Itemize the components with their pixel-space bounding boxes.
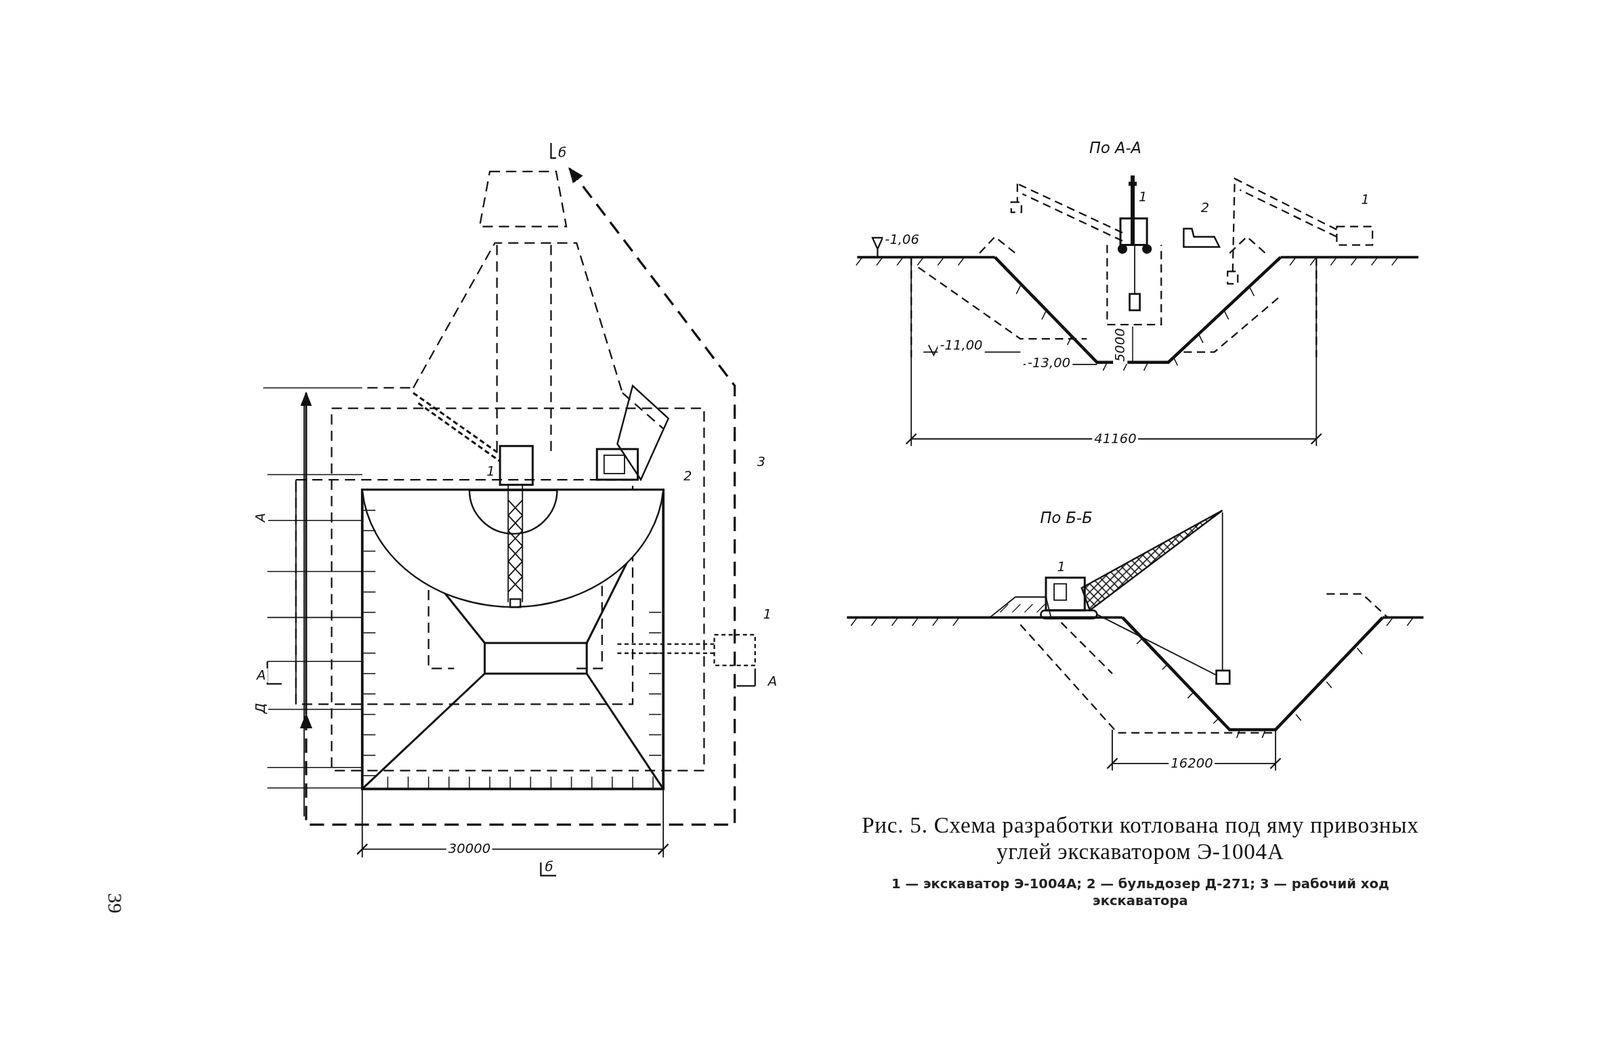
drawing-label: 1: [1136, 189, 1150, 205]
drawing-label: 16200: [1168, 755, 1215, 771]
drawing-label: -13,00: [1025, 356, 1073, 372]
drawing-label: А: [254, 667, 268, 683]
drawing-label: б: [542, 860, 555, 876]
drawing-label: 3: [755, 455, 769, 471]
section-b-b: [846, 510, 1424, 771]
drawing-label: 2: [1198, 201, 1212, 217]
legend-note: 1 — экскаватор Э-1004А; 2 — бульдозер Д-…: [841, 875, 1439, 910]
drawing-label: 30000: [446, 841, 493, 857]
drawing-label: 1: [761, 606, 775, 622]
drawing-label: 5000: [1112, 325, 1128, 364]
drawing-label: А: [766, 674, 780, 690]
drawing-label: 41160: [1091, 431, 1139, 447]
drawing-label: А: [254, 510, 269, 524]
drawing-label: 1: [484, 464, 498, 479]
page-number: 39: [104, 890, 127, 916]
drawing-label: -11,00: [937, 338, 985, 354]
drawing-label: По А-А: [1087, 139, 1144, 157]
drawing-label: -1,06: [882, 232, 922, 248]
section-a-a: [856, 175, 1419, 446]
figure-caption: Рис. 5. Схема разработки котлована под я…: [841, 812, 1439, 867]
drawing-label: По Б-Б: [1038, 510, 1095, 528]
drawing-label: Д: [254, 701, 269, 716]
drawing-label: 2: [681, 469, 695, 485]
drawing-label: 1: [1358, 192, 1372, 208]
plan-view: [263, 142, 756, 876]
drawing-label: 1: [1054, 560, 1068, 576]
drawing-label: б: [556, 145, 569, 161]
